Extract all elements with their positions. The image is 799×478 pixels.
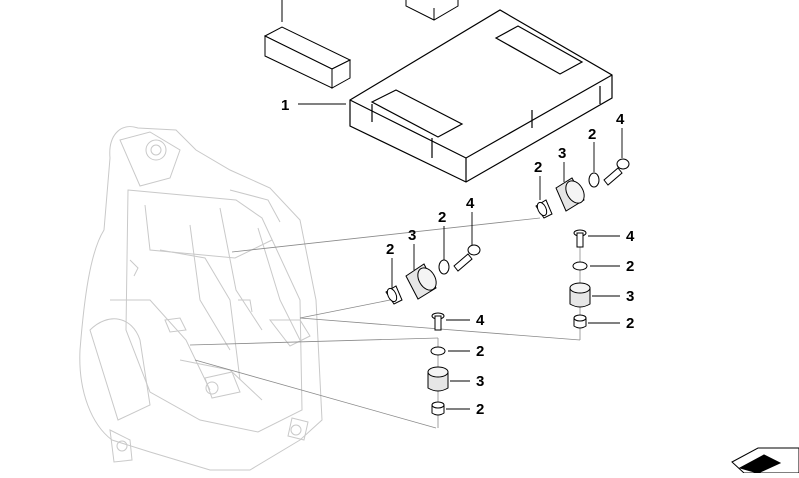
- package-icon: [731, 447, 799, 474]
- callout-4: 4: [616, 111, 625, 128]
- callout-1: 1: [281, 97, 289, 114]
- callout-4: 4: [476, 312, 485, 329]
- frame-mounting-hole: [116, 139, 302, 452]
- bolt-part: [603, 158, 630, 186]
- rubber-mount-part: [555, 177, 585, 212]
- callout-2: 2: [476, 401, 484, 418]
- grommet-part: [431, 401, 445, 416]
- callout-3: 3: [558, 145, 566, 162]
- callout-labels: 1 2 3 2 4 2 3 2 4 4 2 3 2 4 2 3 2: [281, 97, 635, 418]
- washer-part: [588, 172, 600, 188]
- callout-2: 2: [626, 258, 634, 275]
- callout-2: 2: [386, 241, 394, 258]
- callout-3: 3: [408, 227, 416, 244]
- bolt-part: [431, 312, 445, 331]
- rubber-mount-part: [427, 366, 449, 392]
- callout-3: 3: [626, 288, 634, 305]
- callout-2: 2: [626, 315, 634, 332]
- rubber-mount-part: [405, 263, 437, 300]
- callout-3: 3: [476, 373, 484, 390]
- callout-4: 4: [626, 228, 635, 245]
- washer-part: [438, 259, 450, 275]
- callout-2: 2: [534, 159, 542, 176]
- grommet-part: [573, 314, 587, 329]
- washer-part: [572, 261, 588, 271]
- callout-leaders: [298, 103, 623, 410]
- packaging-block: [405, 0, 459, 21]
- packaging-block: [263, 0, 352, 89]
- washer-part: [430, 346, 446, 356]
- control-unit: [349, 9, 613, 183]
- mounting-frame: [79, 126, 323, 471]
- callout-2: 2: [588, 126, 596, 143]
- rubber-mount-part: [569, 282, 591, 308]
- callout-2: 2: [476, 343, 484, 360]
- callout-4: 4: [466, 195, 475, 212]
- grommet-part: [385, 285, 403, 305]
- grommet-part: [535, 199, 553, 219]
- bolt-part: [453, 244, 481, 272]
- leader-lines: [189, 217, 581, 429]
- bolt-part: [573, 229, 587, 248]
- callout-2: 2: [438, 209, 446, 226]
